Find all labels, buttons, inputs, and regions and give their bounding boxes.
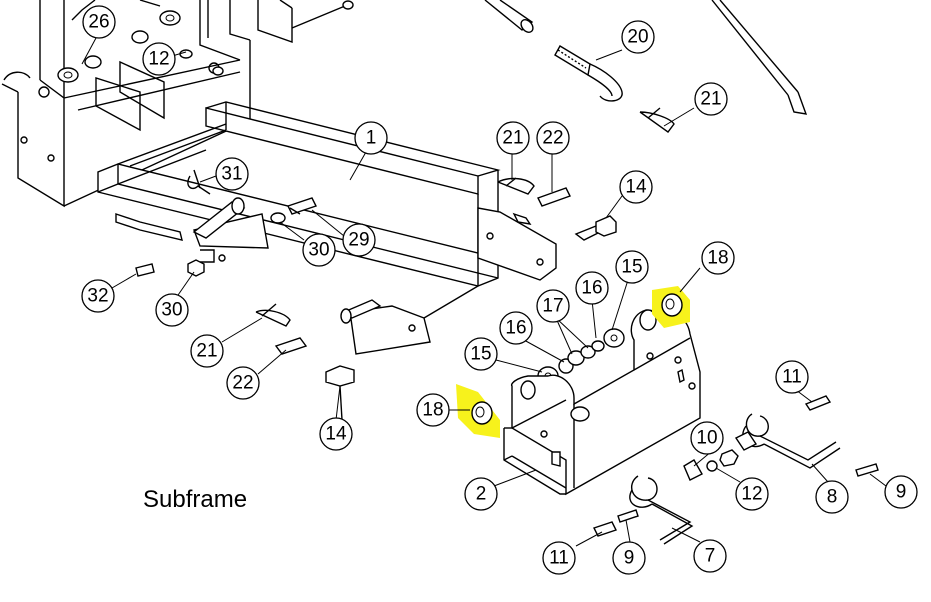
svg-text:22: 22 — [542, 128, 563, 149]
svg-text:1: 1 — [366, 128, 377, 149]
subframe-drawing — [97, 101, 557, 355]
callout-31: 31 — [215, 157, 249, 191]
svg-text:30: 30 — [308, 240, 329, 261]
callout-2: 2 — [464, 477, 498, 511]
callout-15-upper: 15 — [615, 250, 649, 284]
svg-text:30: 30 — [161, 300, 182, 321]
callout-21-lower-left: 21 — [190, 334, 224, 368]
svg-text:21: 21 — [196, 341, 217, 362]
callout-12-lower: 12 — [735, 477, 769, 511]
callouts: 26 12 20 21 1 21 22 31 14 30 29 18 15 16… — [81, 5, 918, 575]
callout-15-lower: 15 — [464, 337, 498, 371]
diagram-caption: Subframe — [143, 486, 247, 513]
svg-text:9: 9 — [896, 482, 907, 503]
callout-11-lower: 11 — [542, 541, 576, 575]
callout-22-lower-left: 22 — [226, 366, 260, 400]
callout-32: 32 — [81, 279, 115, 313]
callout-26: 26 — [82, 5, 116, 39]
callout-8: 8 — [815, 480, 849, 514]
svg-text:20: 20 — [627, 27, 648, 48]
callout-12-top: 12 — [142, 42, 176, 76]
svg-text:14: 14 — [325, 424, 347, 445]
svg-text:11: 11 — [549, 548, 569, 569]
svg-text:21: 21 — [700, 89, 721, 110]
svg-text:16: 16 — [505, 318, 526, 339]
callout-18-lower: 18 — [416, 393, 450, 427]
svg-text:22: 22 — [232, 373, 253, 394]
svg-text:12: 12 — [148, 49, 169, 70]
callout-9-lower: 9 — [612, 541, 646, 575]
rods-drawing — [484, 0, 808, 133]
callout-1: 1 — [354, 121, 388, 155]
callout-14-lower: 14 — [319, 417, 353, 451]
callout-20: 20 — [621, 20, 655, 54]
svg-text:7: 7 — [705, 546, 716, 567]
svg-text:26: 26 — [88, 12, 109, 33]
svg-text:15: 15 — [621, 257, 642, 278]
svg-text:17: 17 — [542, 296, 563, 317]
callout-7: 7 — [693, 539, 727, 573]
callout-21-top-right: 21 — [694, 82, 728, 116]
lower-hardware-drawing — [593, 395, 879, 545]
svg-text:8: 8 — [827, 487, 838, 508]
svg-text:10: 10 — [696, 428, 717, 449]
callout-17: 17 — [536, 289, 570, 323]
svg-text:29: 29 — [348, 230, 369, 251]
svg-text:18: 18 — [422, 400, 443, 421]
svg-text:21: 21 — [502, 128, 523, 149]
hardware-drawing — [135, 169, 625, 421]
callout-10: 10 — [690, 421, 724, 455]
svg-text:2: 2 — [476, 484, 487, 505]
highlighted-bushings — [456, 286, 690, 438]
svg-text:15: 15 — [470, 344, 491, 365]
callout-29: 29 — [342, 223, 376, 257]
callout-30-center: 30 — [302, 233, 336, 267]
svg-text:12: 12 — [741, 484, 762, 505]
leader-lines — [81, 37, 887, 547]
svg-text:14: 14 — [625, 177, 647, 198]
svg-text:31: 31 — [221, 164, 242, 185]
callout-11-right: 11 — [775, 360, 809, 394]
svg-text:32: 32 — [87, 286, 108, 307]
svg-text:9: 9 — [624, 548, 635, 569]
svg-text:16: 16 — [581, 278, 602, 299]
callout-18-upper: 18 — [701, 241, 735, 275]
mount-frame-drawing — [1, 0, 354, 208]
pivot-bracket-drawing — [503, 309, 701, 496]
callout-9-right: 9 — [884, 475, 918, 509]
callout-21-upper-center: 21 — [496, 121, 530, 155]
callout-16-lower: 16 — [499, 311, 533, 345]
callout-22-upper-center: 22 — [536, 121, 570, 155]
callout-14-right: 14 — [619, 170, 653, 204]
callout-30-lower: 30 — [155, 293, 189, 327]
svg-text:18: 18 — [707, 248, 728, 269]
svg-text:11: 11 — [782, 367, 802, 388]
callout-16-upper: 16 — [575, 271, 609, 305]
